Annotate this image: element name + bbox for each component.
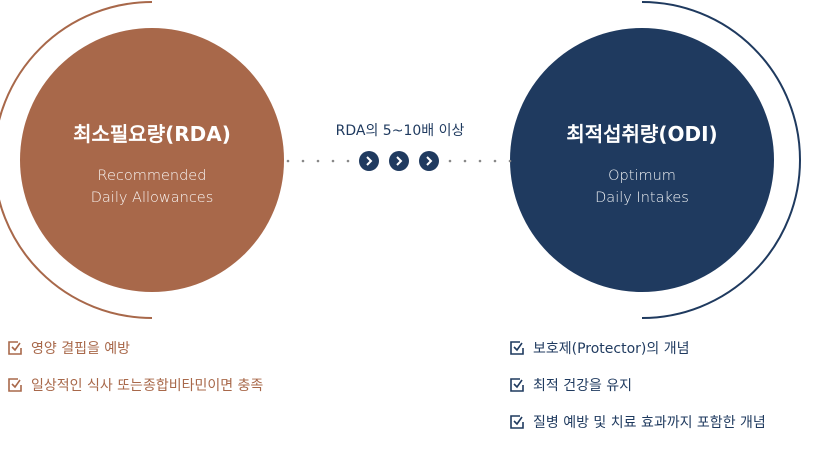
diagram-shapes	[0, 1, 801, 319]
rda-subtitle: Recommended Daily Allowances	[20, 165, 284, 209]
rda-list: 영양 결핍을 예방 일상적인 식사 또는종합비타민이면 충족	[8, 338, 263, 412]
list-item: 질병 예방 및 치료 효과까지 포함한 개념	[510, 412, 766, 432]
odi-title: 최적섭취량(ODI)	[566, 122, 718, 146]
list-item-text: 일상적인 식사 또는종합비타민이면 충족	[31, 378, 264, 394]
rda-subtitle-line1: Recommended	[97, 168, 207, 184]
odi-outer-arc	[641, 1, 801, 319]
connector-label: RDA의 5~10배 이상	[335, 123, 465, 139]
checkbox-icon	[8, 378, 22, 392]
odi-circle	[510, 28, 774, 292]
checkbox-icon	[510, 378, 524, 392]
chevron-right-icon	[359, 151, 379, 171]
odi-subtitle: Optimum Daily Intakes	[510, 165, 774, 209]
list-item: 일상적인 식사 또는종합비타민이면 충족	[8, 375, 263, 395]
odi-subtitle-line2: Daily Intakes	[595, 190, 689, 206]
list-item-text: 질병 예방 및 치료 효과까지 포함한 개념	[533, 415, 766, 431]
rda-outer-arc	[0, 1, 153, 319]
chevron-right-icon	[389, 151, 409, 171]
odi-list: 보호제(Protector)의 개념 최적 건강을 유지 질병 예방 및 치료 …	[510, 338, 766, 449]
checkbox-icon	[8, 341, 22, 355]
rda-subtitle-line2: Daily Allowances	[90, 190, 214, 206]
list-item: 영양 결핍을 예방	[8, 338, 263, 358]
list-item-text: 보호제(Protector)의 개념	[533, 341, 690, 357]
odi-subtitle-line1: Optimum	[608, 168, 676, 184]
list-item-text: 최적 건강을 유지	[533, 378, 633, 394]
chevron-right-icon	[419, 151, 439, 171]
dotted-connector	[286, 159, 512, 163]
list-item: 최적 건강을 유지	[510, 375, 766, 395]
rda-title: 최소필요량(RDA)	[73, 122, 231, 146]
checkbox-icon	[510, 415, 524, 429]
rda-circle	[20, 28, 284, 292]
checkbox-icon	[510, 341, 524, 355]
list-item: 보호제(Protector)의 개념	[510, 338, 766, 358]
list-item-text: 영양 결핍을 예방	[31, 341, 131, 357]
